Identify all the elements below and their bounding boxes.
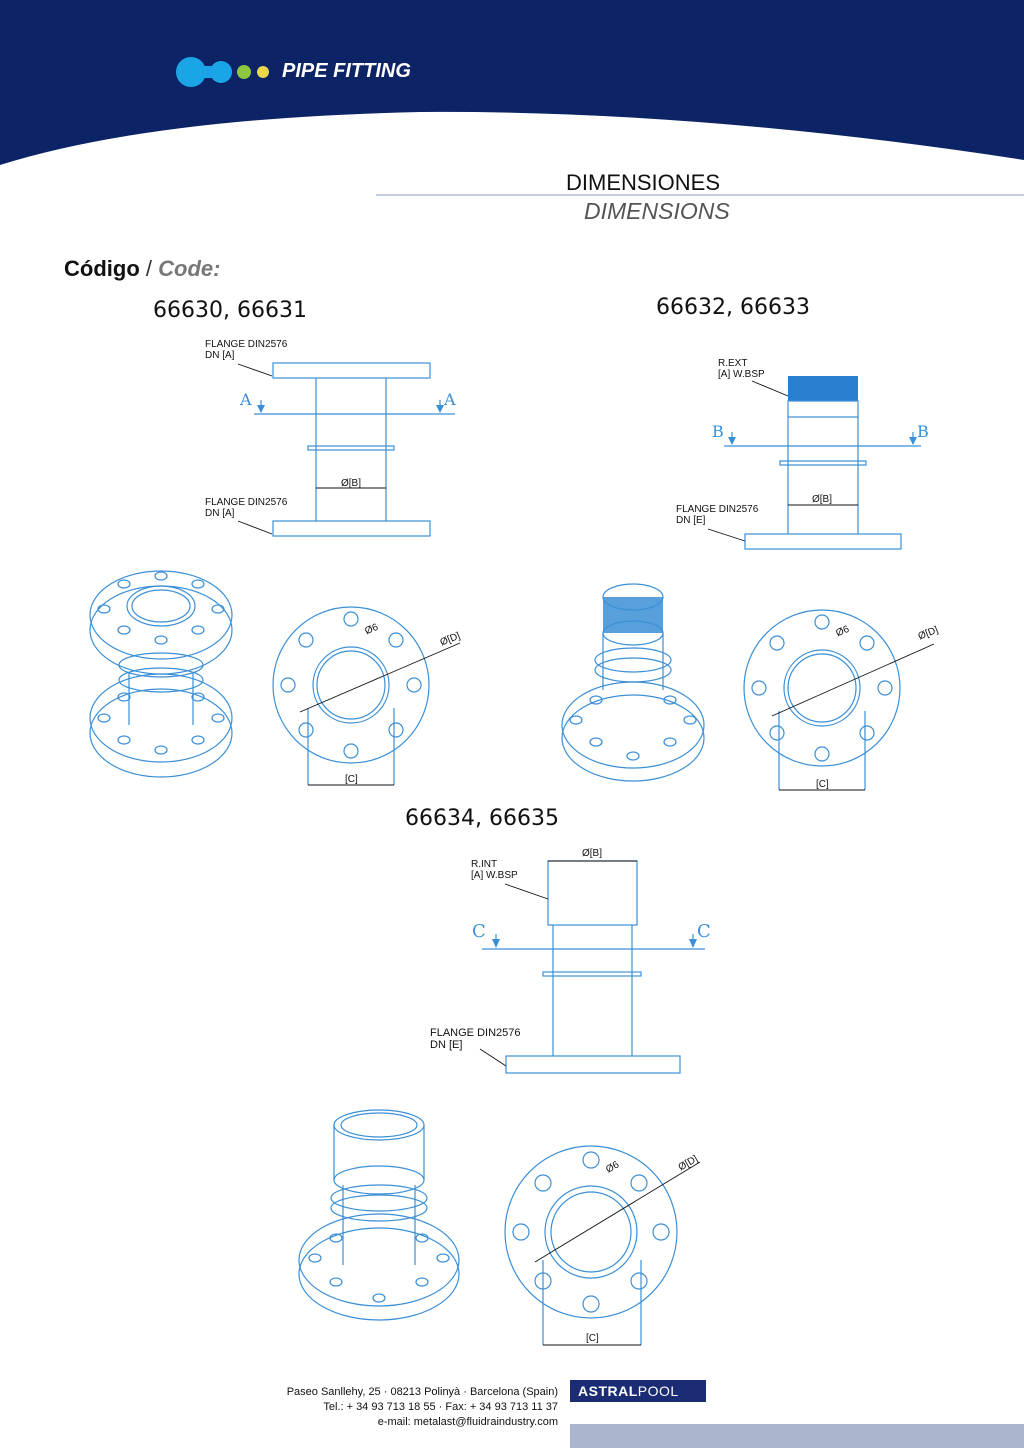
code-label-es: Código [64,256,140,281]
section-title-es: DIMENSIONES [566,170,721,195]
section-a-left: A [240,390,252,409]
section-title-en: DIMENSIONS [584,198,730,224]
footer-contact: Paseo Sanllehy, 25 · 08213 Polinyà · Bar… [287,1385,558,1430]
code-label-en: Code: [158,256,221,281]
footer-email: e-mail: metalast@fluidraindustry.com [377,1416,558,1428]
header-banner [0,0,1024,165]
footer-phone: Tel.: + 34 93 713 18 55 · Fax: + 34 93 7… [323,1401,558,1413]
section-c-left: C [472,921,486,942]
dim-b-1: Ø[B] [341,478,362,489]
code-label-sep: / [145,256,153,281]
footer-address: Paseo Sanllehy, 25 · 08213 Polinyà · Bar… [286,1386,558,1398]
section-c-right: C [697,921,711,942]
section-b-left: B [712,422,724,441]
section-a-right: A [444,390,456,409]
section-b-right: B [917,422,929,441]
dim-b-3: Ø[B] [582,848,603,859]
dim-c-1: [C] [345,774,358,785]
footer-bar [570,1424,1024,1448]
group-3-codes: 66634, 66635 [405,806,559,831]
code-label: Código / Code: [64,256,220,282]
group-1-codes: 66630, 66631 [153,298,307,323]
rext-label: R.EXT[A] W.BSP [718,358,765,380]
rint-label: R.INT[A] W.BSP [471,859,518,881]
section-divider [376,194,1024,196]
group-2-codes: 66632, 66633 [656,295,810,320]
dim-b-2: Ø[B] [812,494,833,505]
brand-title: PIPE FITTING [282,60,411,82]
dim-c-3: [C] [586,1333,599,1344]
dim-c-2: [C] [816,779,829,790]
